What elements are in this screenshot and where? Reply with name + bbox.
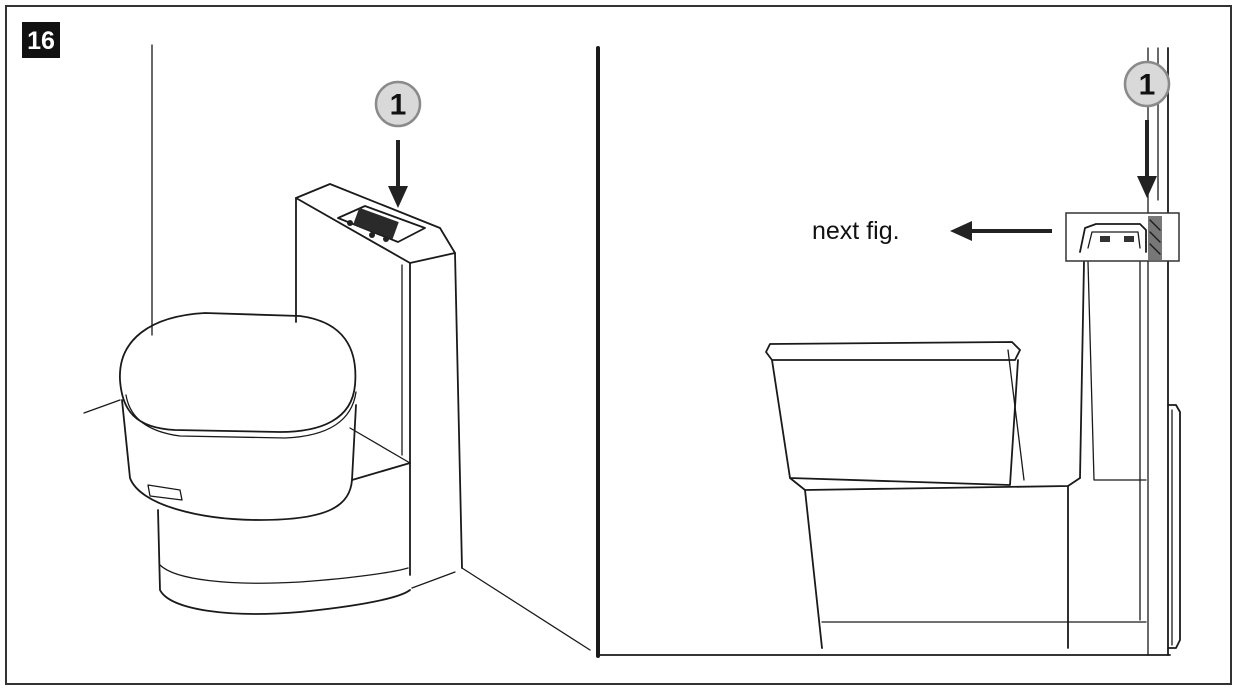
right-toilet [765, 261, 1147, 649]
detail-box [1065, 212, 1180, 262]
left-view-room [83, 44, 591, 651]
figure-number-badge: 16 [22, 22, 60, 58]
callout-right: 1 [1123, 60, 1171, 108]
right-view-room [597, 47, 1181, 656]
arrow-left-down [388, 140, 408, 208]
next-figure-reference: next fig. [812, 217, 900, 245]
callout-left-label: 1 [390, 89, 407, 122]
left-toilet-bowl [119, 312, 411, 615]
callout-right-label: 1 [1139, 69, 1156, 102]
figure-number: 16 [27, 27, 55, 55]
arrow-right-down [1137, 120, 1157, 198]
callout-left: 1 [374, 80, 422, 128]
arrow-to-next-figure [950, 221, 1052, 241]
figure-frame [5, 5, 1232, 685]
left-toilet-cistern [295, 183, 463, 576]
